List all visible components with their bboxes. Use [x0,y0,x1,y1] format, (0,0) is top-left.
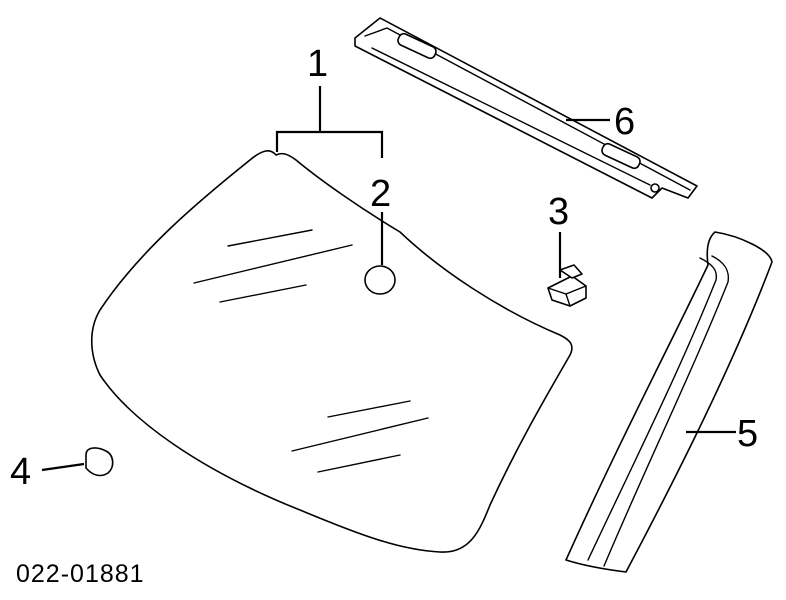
callout-6: 6 [614,101,635,143]
callout-1: 1 [307,43,328,85]
callout-2: 2 [370,173,391,215]
callout-4: 4 [10,451,31,493]
upper-molding [354,17,698,199]
glass-stopper [85,447,114,477]
retaining-clip [547,264,587,307]
callout-3: 3 [548,191,569,233]
callout-5: 5 [737,413,758,455]
leader-lines [41,86,736,472]
sensor-pad [364,265,396,295]
reference-code: 022-01881 [16,560,145,588]
windshield-glass [90,150,573,553]
side-molding [565,231,773,573]
